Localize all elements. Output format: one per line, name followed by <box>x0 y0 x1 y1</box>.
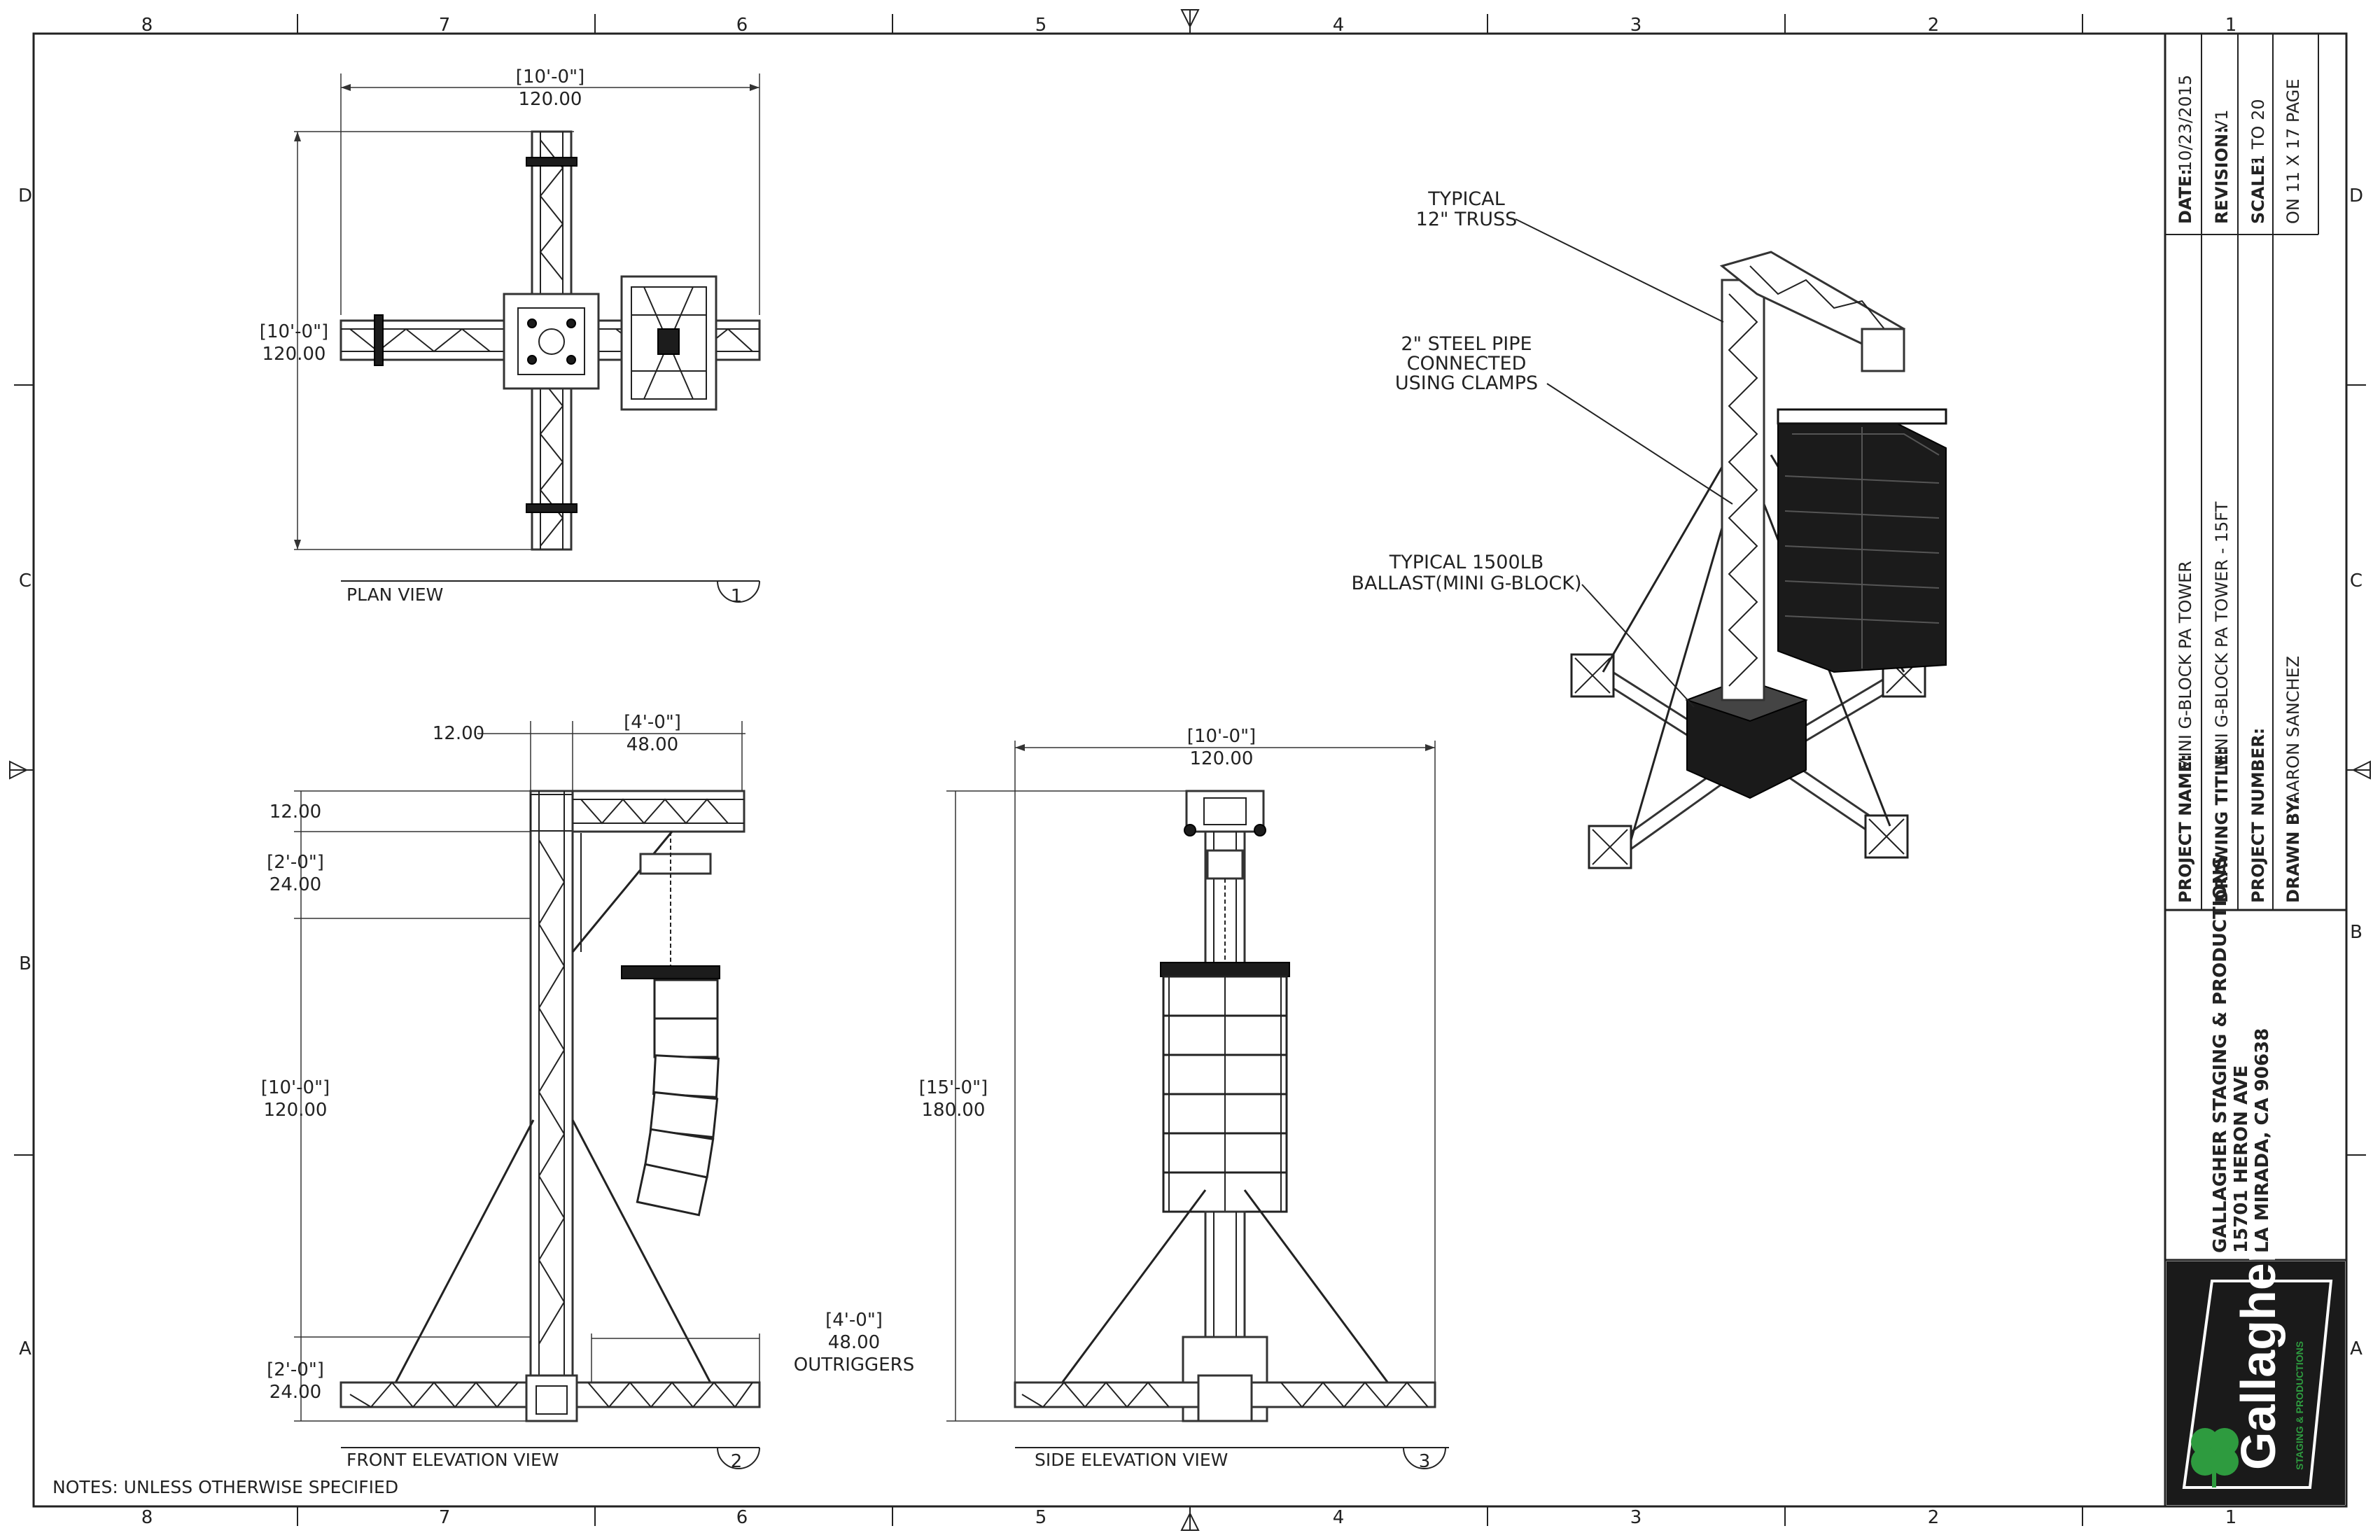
front-dim-top: 12.00 <box>270 802 321 822</box>
front-dim-upper-in: 24.00 <box>270 874 321 895</box>
col-label-6: 6 <box>736 15 748 36</box>
col-label-7: 7 <box>439 15 451 36</box>
front-dim-upper-ft: [2'-0"] <box>267 852 324 873</box>
front-dim-base-ft: [2'-0"] <box>267 1359 324 1380</box>
company-city: LA MIRADA, CA 90638 <box>2252 1028 2273 1253</box>
front-dim-out-label: OUTRIGGERS <box>794 1354 914 1376</box>
side-dim-height-in: 180.00 <box>922 1100 986 1121</box>
company-name: GALLAGHER STAGING & PRODUCTIONS <box>2210 856 2231 1253</box>
front-dim-mid-ft: [10'-0"] <box>261 1077 330 1098</box>
callout-pipe-line2: CONNECTED <box>1407 353 1527 374</box>
project-name-value: MINI G-BLOCK PA TOWER <box>2176 561 2195 771</box>
drawn-by-label: DRAWN BY: <box>2283 796 2303 903</box>
scale-label: SCALE: <box>2248 158 2268 224</box>
plan-view-label: PLAN VIEW <box>346 584 443 605</box>
front-dim-out-ft: [4'-0"] <box>825 1310 883 1331</box>
title-block: DATE: 10/23/2015 REVISION: V1 SCALE: 1 T… <box>2164 34 2346 1506</box>
side-view-number: 3 <box>1419 1451 1431 1472</box>
col-label-4: 4 <box>1333 15 1345 36</box>
row-label-b: B <box>19 953 31 974</box>
scale-value: 1 TO 20 <box>2248 99 2268 165</box>
sheet-border <box>32 32 2348 1508</box>
side-view-label: SIDE ELEVATION VIEW <box>1035 1450 1228 1470</box>
front-elevation-view: 12.00 [4'-0"] 48.00 12.00 [2'-0"] 24.00 … <box>261 712 914 1472</box>
border-ticks <box>14 14 2366 1526</box>
callout-ballast-line2: BALLAST(MINI G-BLOCK) <box>1352 573 1582 594</box>
row-label-d: D <box>18 186 32 206</box>
front-dim-offset: 12.00 <box>433 723 484 744</box>
col-label-6-bottom: 6 <box>736 1507 748 1528</box>
front-dim-out-in: 48.00 <box>828 1332 880 1353</box>
side-dim-height-ft: [15'-0"] <box>919 1077 988 1098</box>
col-label-5-bottom: 5 <box>1035 1507 1047 1528</box>
isometric-view: TYPICAL 12" TRUSS 2" STEEL PIPE CONNECTE… <box>1352 188 1947 869</box>
col-label-1-bottom: 1 <box>2225 1507 2237 1528</box>
front-view-number: 2 <box>731 1451 743 1472</box>
plan-dim-left-in: 120.00 <box>262 344 326 365</box>
scale-page: ON 11 X 17 PAGE <box>2283 78 2303 224</box>
callout-ballast-line1: TYPICAL 1500LB <box>1389 552 1544 573</box>
drawn-by-value: AARON SANCHEZ <box>2283 656 2303 804</box>
row-label-c-right: C <box>2350 570 2362 592</box>
drawing-title-value: MINI G-BLOCK PA TOWER - 15FT <box>2212 501 2232 770</box>
col-label-2-bottom: 2 <box>1928 1507 1940 1528</box>
plan-dim-left-ft: [10'-0"] <box>260 321 328 342</box>
col-label-3: 3 <box>1630 15 1642 36</box>
callout-pipe-line3: USING CLAMPS <box>1395 372 1538 394</box>
front-speaker-array <box>636 979 720 1217</box>
center-marks <box>9 9 2371 1531</box>
drawing-title-label: DRAWING TITLE: <box>2212 748 2232 903</box>
row-label-a-right: A <box>2350 1338 2362 1359</box>
front-dim-arm-ft: [4'-0"] <box>624 712 681 733</box>
notes: NOTES: UNLESS OTHERWISE SPECIFIED <box>52 1477 398 1497</box>
clover-icon <box>2191 1428 2239 1488</box>
col-label-4-bottom: 4 <box>1333 1507 1345 1528</box>
front-dim-base-in: 24.00 <box>270 1382 321 1403</box>
project-name-label: PROJECT NAME: <box>2176 754 2195 903</box>
side-dim-top-in: 120.00 <box>1190 748 1254 769</box>
revision-label: REVISION: <box>2212 127 2232 224</box>
callout-truss-line1: TYPICAL <box>1427 188 1505 210</box>
date-label: DATE: <box>2176 169 2195 224</box>
front-dim-arm-in: 48.00 <box>626 734 678 755</box>
row-label-a: A <box>19 1338 31 1359</box>
company-address: 15701 HERON AVE <box>2231 1065 2252 1253</box>
row-label-b-right: B <box>2350 922 2362 943</box>
side-dim-top-ft: [10'-0"] <box>1187 726 1256 747</box>
plan-dim-top-in: 120.00 <box>519 89 582 110</box>
date-value: 10/23/2015 <box>2176 75 2195 172</box>
col-label-2: 2 <box>1928 15 1940 36</box>
col-label-7-bottom: 7 <box>439 1507 451 1528</box>
plan-dim-top-ft: [10'-0"] <box>516 66 584 88</box>
callout-pipe-line1: 2" STEEL PIPE <box>1401 333 1532 355</box>
row-label-c: C <box>19 570 31 592</box>
plan-view: [10'-0"] 120.00 [10'-0"] 120.00 <box>260 66 761 607</box>
callout-truss-line2: 12" TRUSS <box>1416 209 1518 230</box>
col-label-8: 8 <box>141 15 153 36</box>
col-label-8-bottom: 8 <box>141 1507 153 1528</box>
project-number-label: PROJECT NUMBER: <box>2248 728 2268 903</box>
col-label-3-bottom: 3 <box>1630 1507 1642 1528</box>
row-label-d-right: D <box>2349 186 2363 206</box>
logo-subtext: STAGING & PRODUCTIONS <box>2294 1341 2305 1470</box>
side-speaker-array <box>1162 975 1288 1213</box>
revision-value: V1 <box>2212 109 2232 132</box>
col-label-1: 1 <box>2225 15 2237 36</box>
front-dim-mid-in: 120.00 <box>264 1100 328 1121</box>
plan-view-number: 1 <box>731 586 743 607</box>
logo-text: Gallagher <box>2231 1244 2286 1470</box>
side-elevation-view: [10'-0"] 120.00 [15'-0"] 180.00 <box>919 726 1449 1472</box>
front-view-label: FRONT ELEVATION VIEW <box>346 1450 559 1470</box>
col-label-5: 5 <box>1035 15 1047 36</box>
